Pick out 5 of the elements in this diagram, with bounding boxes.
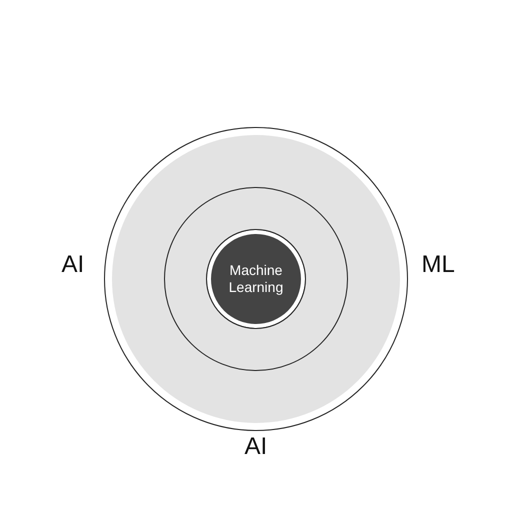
text-label: AI bbox=[62, 253, 84, 277]
text-label: ML bbox=[422, 253, 455, 277]
text-label: AI bbox=[244, 435, 268, 459]
circle-label: Machine Learning bbox=[228, 262, 284, 296]
middle-circle bbox=[164, 187, 348, 371]
